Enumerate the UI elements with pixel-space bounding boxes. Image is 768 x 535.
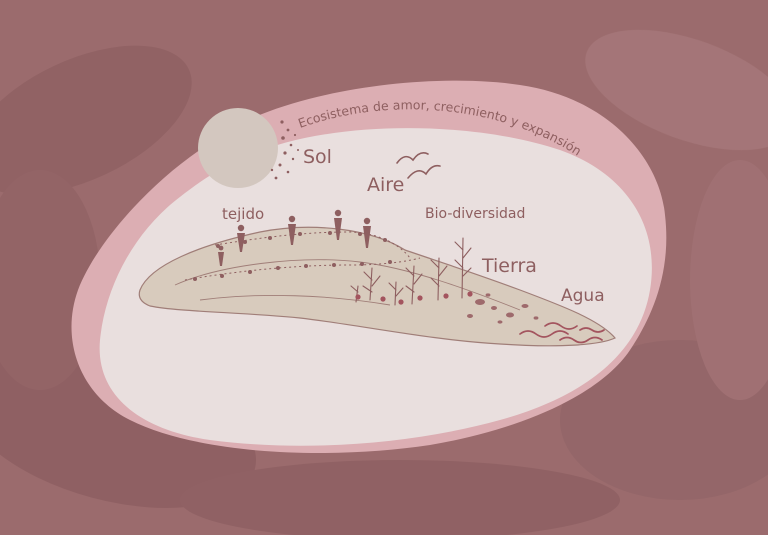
label-biodiversidad: Bio-diversidad [425, 206, 526, 222]
label-agua: Agua [561, 286, 605, 306]
person-figure [288, 215, 296, 245]
person-figure [334, 209, 342, 240]
person-figure [237, 224, 245, 252]
label-aire: Aire [367, 174, 405, 196]
seed-dots [355, 291, 473, 305]
person-figure [218, 245, 224, 266]
sun-rays-dots [270, 120, 299, 180]
label-sol: Sol [303, 146, 332, 168]
water-waves [519, 322, 605, 344]
land-contour [174, 259, 521, 311]
label-tejido: tejido [222, 205, 265, 223]
stones [467, 293, 539, 324]
birds-icon [396, 152, 441, 179]
sun-circle [198, 108, 278, 188]
plants-icon [350, 237, 472, 306]
label-tierra: Tierra [482, 255, 537, 277]
tejido-nodes [193, 231, 392, 281]
people-figures [218, 209, 371, 266]
land-mass [138, 226, 616, 347]
person-figure [363, 217, 371, 248]
tejido-network-line [184, 231, 421, 281]
land-contour-2 [199, 295, 391, 306]
